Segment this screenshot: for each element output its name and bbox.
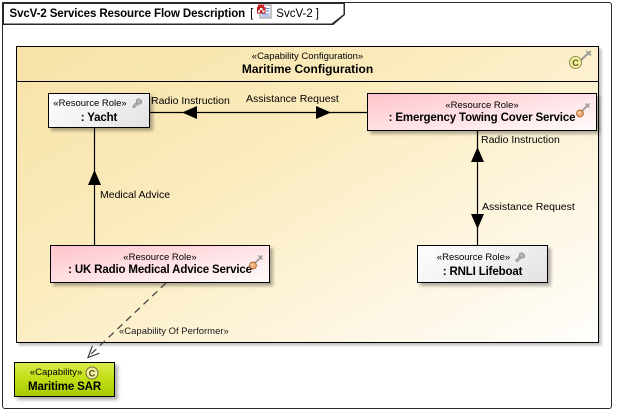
- svg-text:C: C: [89, 368, 96, 378]
- container-name: Maritime Configuration: [241, 62, 374, 76]
- node-yacht[interactable]: «Resource Role» : Yacht: [48, 93, 150, 128]
- node-rnli-lifeboat[interactable]: «Resource Role» : RNLI Lifeboat: [417, 245, 548, 283]
- node-name: : Emergency Towing Cover Service: [388, 111, 576, 124]
- flow-label-medical-advice[interactable]: Medical Advice: [100, 189, 171, 201]
- diagram-title-tab: SvcV-2 Services Resource Flow Descriptio…: [2, 2, 345, 25]
- node-name: Maritime SAR: [28, 381, 101, 393]
- flow-label-radio-instruction-right[interactable]: Radio Instruction: [481, 134, 560, 146]
- ball-wrench-icon: [248, 254, 265, 276]
- svg-text:C: C: [572, 58, 579, 68]
- diagram-ref: SvcV-2: [276, 7, 313, 20]
- wrench-icon: [513, 250, 528, 265]
- node-maritime-sar[interactable]: «Capability» C Maritime SAR: [14, 362, 115, 397]
- capability-c-icon: C: [85, 366, 99, 381]
- flow-label-radio-instruction-top[interactable]: Radio Instruction: [151, 95, 230, 107]
- capability-configuration-icon: C: [567, 50, 593, 75]
- node-stereotype: «Resource Role»: [436, 251, 511, 263]
- node-name: : UK Radio Medical Advice Service: [68, 263, 252, 276]
- node-stereotype: «Resource Role»: [123, 251, 197, 263]
- container-stereotype: «Capability Configuration»: [251, 51, 364, 62]
- node-emergency-towing-cover-service[interactable]: «Resource Role» : Emergency Towing Cover…: [367, 93, 597, 131]
- node-name: : Yacht: [80, 112, 118, 124]
- diagram-title: SvcV-2 Services Resource Flow Descriptio…: [9, 7, 246, 20]
- flow-label-assistance-request-top[interactable]: Assistance Request: [246, 93, 339, 105]
- bracket-close: ]: [315, 7, 319, 20]
- node-stereotype: «Capability»: [29, 367, 83, 378]
- node-stereotype: «Resource Role»: [445, 99, 519, 111]
- node-uk-radio-medical-advice-service[interactable]: «Resource Role» : UK Radio Medical Advic…: [50, 245, 270, 283]
- flow-label-assistance-request-right[interactable]: Assistance Request: [482, 201, 575, 213]
- wrench-icon: [130, 96, 145, 111]
- dependency-label-capability-of-performer[interactable]: «Capability Of Performer»: [119, 326, 229, 337]
- node-stereotype: «Resource Role»: [53, 98, 127, 109]
- svcv-diagram-icon: [257, 4, 272, 24]
- bracket-open: [: [250, 7, 254, 20]
- ball-wrench-icon: [575, 102, 592, 124]
- node-name: : RNLI Lifeboat: [442, 265, 523, 278]
